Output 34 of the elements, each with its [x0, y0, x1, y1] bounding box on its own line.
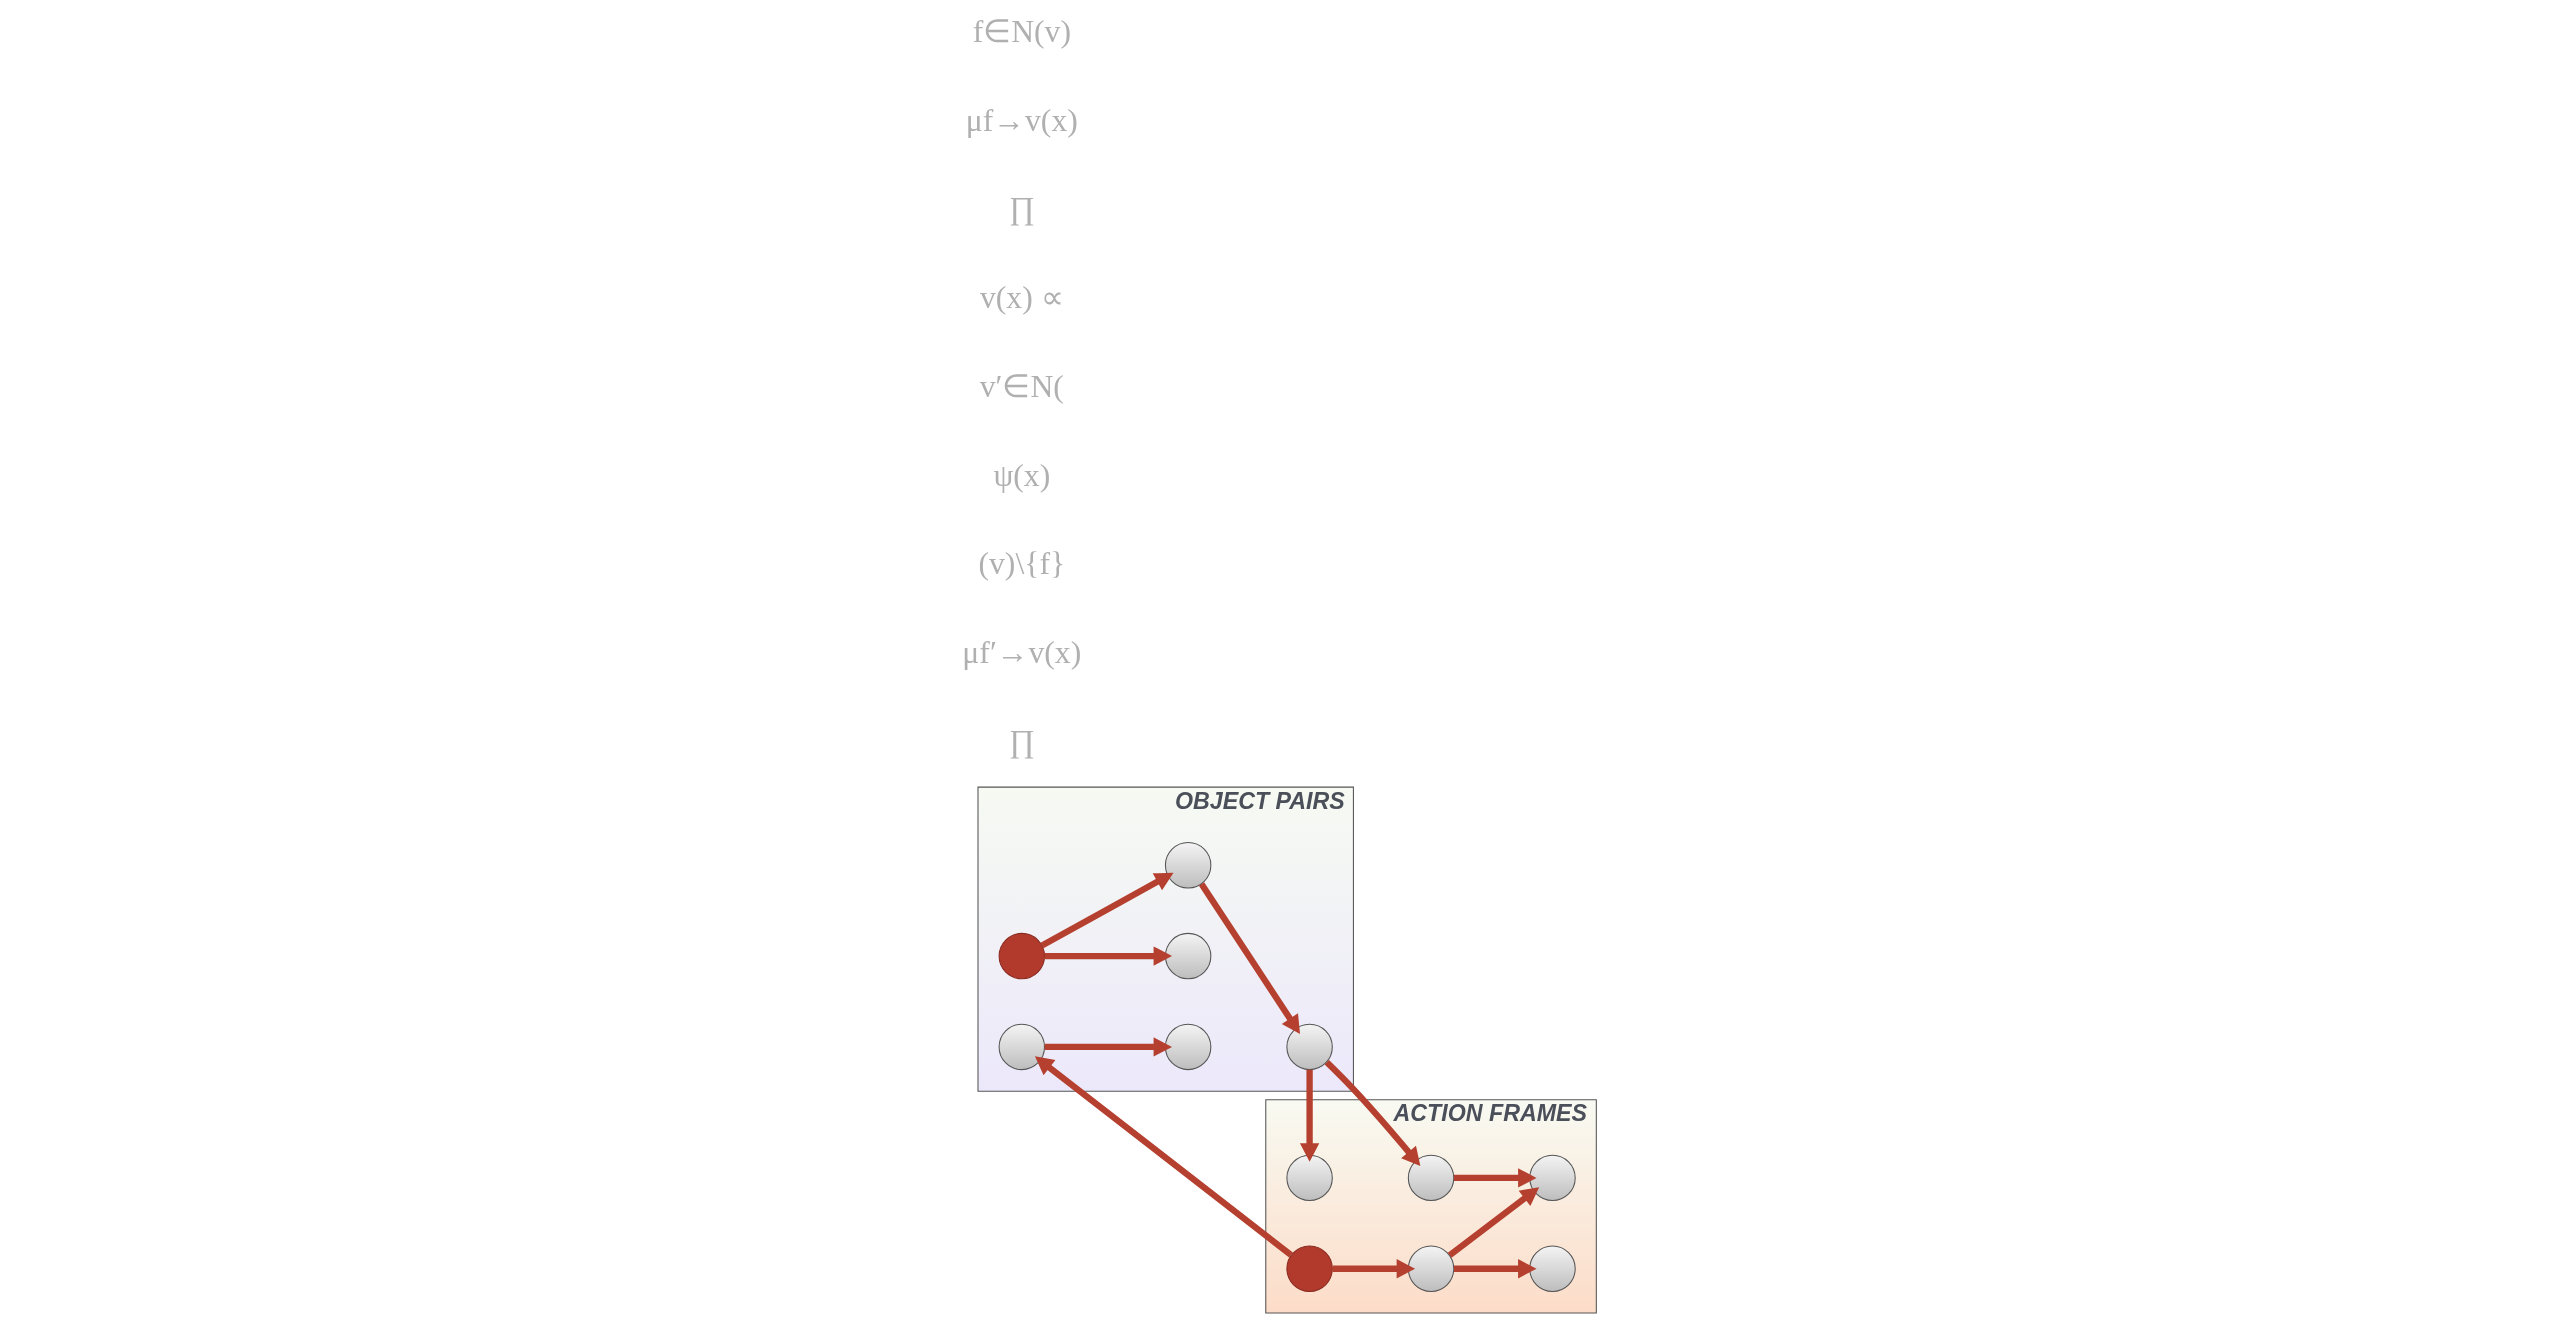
- node-circle: [1286, 1023, 1333, 1071]
- label: μf→v(x): [965, 102, 1078, 138]
- arrow: [1447, 1187, 1540, 1258]
- arrow: [1454, 1259, 1537, 1279]
- node-circle: [1407, 1154, 1455, 1202]
- node-circle: [1286, 1245, 1333, 1292]
- arrow: [1040, 872, 1174, 949]
- node-circle: [1529, 1245, 1576, 1292]
- arrow: [1324, 1060, 1421, 1167]
- arrow: [1198, 882, 1301, 1034]
- node-circle: [1529, 1154, 1576, 1202]
- arrow: [1044, 1037, 1173, 1057]
- arrow: [1299, 1069, 1320, 1162]
- node-circle: [1164, 932, 1212, 980]
- node-circle: [1286, 1154, 1333, 1202]
- label: v′∈N(: [979, 368, 1064, 404]
- label: f∈N(v): [972, 14, 1071, 50]
- node-circle: [1164, 842, 1212, 889]
- label: μf′→v(x): [962, 635, 1082, 671]
- label: (v)\{f}: [978, 546, 1066, 582]
- node-circle: [998, 1023, 1046, 1071]
- node-circle: [1407, 1245, 1455, 1292]
- label: ψ(x): [993, 457, 1051, 493]
- label: ∏: [1008, 723, 1035, 759]
- label: ∏: [1008, 191, 1035, 227]
- node-circle: [998, 932, 1046, 980]
- arrow: [1034, 1056, 1293, 1258]
- arrow: [1454, 1168, 1537, 1188]
- cluster: ACTION FRAMES: [1265, 1099, 1597, 1314]
- arrow: [1044, 946, 1173, 966]
- label: v(x) ∝: [979, 280, 1064, 316]
- arrow: [1332, 1259, 1416, 1279]
- node-circle: [1164, 1023, 1212, 1071]
- cluster: OBJECT PAIRS: [977, 786, 1354, 1092]
